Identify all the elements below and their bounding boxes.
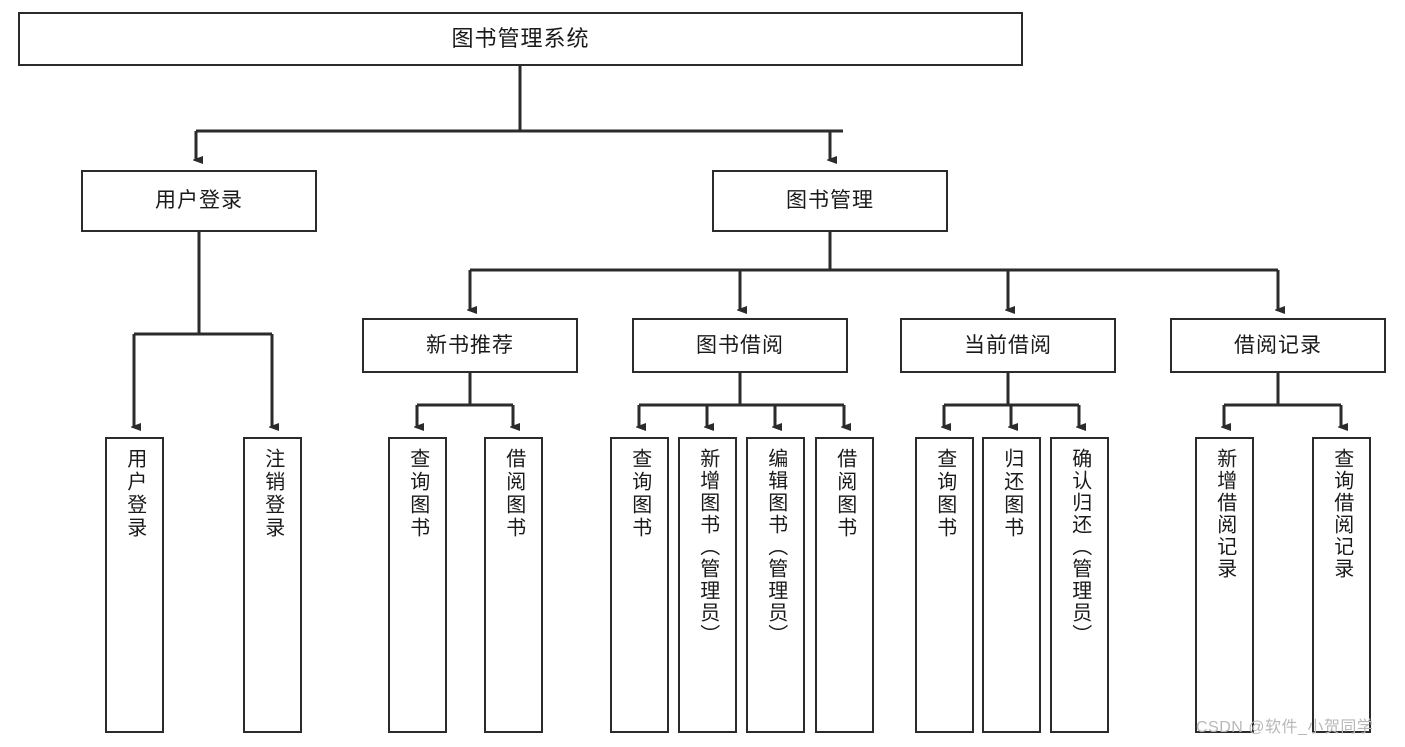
node-label: 新增图书（管理员） — [696, 448, 719, 646]
node-new-book-recommend[interactable]: 新书推荐 — [362, 318, 578, 373]
node-label: 查询借阅记录 — [1330, 448, 1353, 580]
node-label: 确认归还（管理员） — [1068, 448, 1091, 646]
node-leaf-add-record[interactable]: 新增借阅记录 — [1195, 437, 1254, 733]
node-label: 新书推荐 — [426, 333, 514, 357]
node-user-login[interactable]: 用户登录 — [81, 170, 317, 232]
node-borrow-record[interactable]: 借阅记录 — [1170, 318, 1386, 373]
node-leaf-borrow-book-1[interactable]: 借阅图书 — [484, 437, 543, 733]
node-root-book-management-system[interactable]: 图书管理系统 — [18, 12, 1023, 66]
node-leaf-add-book[interactable]: 新增图书（管理员） — [678, 437, 737, 733]
node-label: 归还图书 — [1000, 448, 1023, 540]
node-leaf-edit-book[interactable]: 编辑图书（管理员） — [746, 437, 805, 733]
node-label: 图书管理系统 — [451, 25, 590, 51]
node-leaf-query-record[interactable]: 查询借阅记录 — [1312, 437, 1371, 733]
node-leaf-query-book-1[interactable]: 查询图书 — [388, 437, 447, 733]
node-label: 图书管理 — [786, 189, 874, 213]
node-label: 用户登录 — [123, 448, 146, 540]
node-label: 当前借阅 — [964, 333, 1052, 357]
node-leaf-query-book-2[interactable]: 查询图书 — [610, 437, 669, 733]
node-label: 编辑图书（管理员） — [764, 448, 787, 646]
node-leaf-borrow-book-2[interactable]: 借阅图书 — [815, 437, 874, 733]
node-label: 新增借阅记录 — [1213, 448, 1236, 580]
node-leaf-logout-login[interactable]: 注销登录 — [243, 437, 302, 733]
node-label: 查询图书 — [628, 448, 651, 540]
node-leaf-query-book-3[interactable]: 查询图书 — [915, 437, 974, 733]
watermark: CSDN @软件_小贺同学 — [1196, 719, 1374, 736]
node-label: 查询图书 — [406, 448, 429, 540]
node-leaf-return-book[interactable]: 归还图书 — [982, 437, 1041, 733]
node-label: 借阅图书 — [502, 448, 525, 540]
node-label: 查询图书 — [933, 448, 956, 540]
node-book-borrow[interactable]: 图书借阅 — [632, 318, 848, 373]
node-leaf-confirm-return[interactable]: 确认归还（管理员） — [1050, 437, 1109, 733]
node-book-manage[interactable]: 图书管理 — [712, 170, 948, 232]
node-label: 用户登录 — [155, 189, 243, 213]
node-leaf-user-login[interactable]: 用户登录 — [105, 437, 164, 733]
node-label: 注销登录 — [261, 448, 284, 540]
node-label: 借阅记录 — [1234, 333, 1322, 357]
node-label: 借阅图书 — [833, 448, 856, 540]
node-current-borrow[interactable]: 当前借阅 — [900, 318, 1116, 373]
node-label: 图书借阅 — [696, 333, 784, 357]
